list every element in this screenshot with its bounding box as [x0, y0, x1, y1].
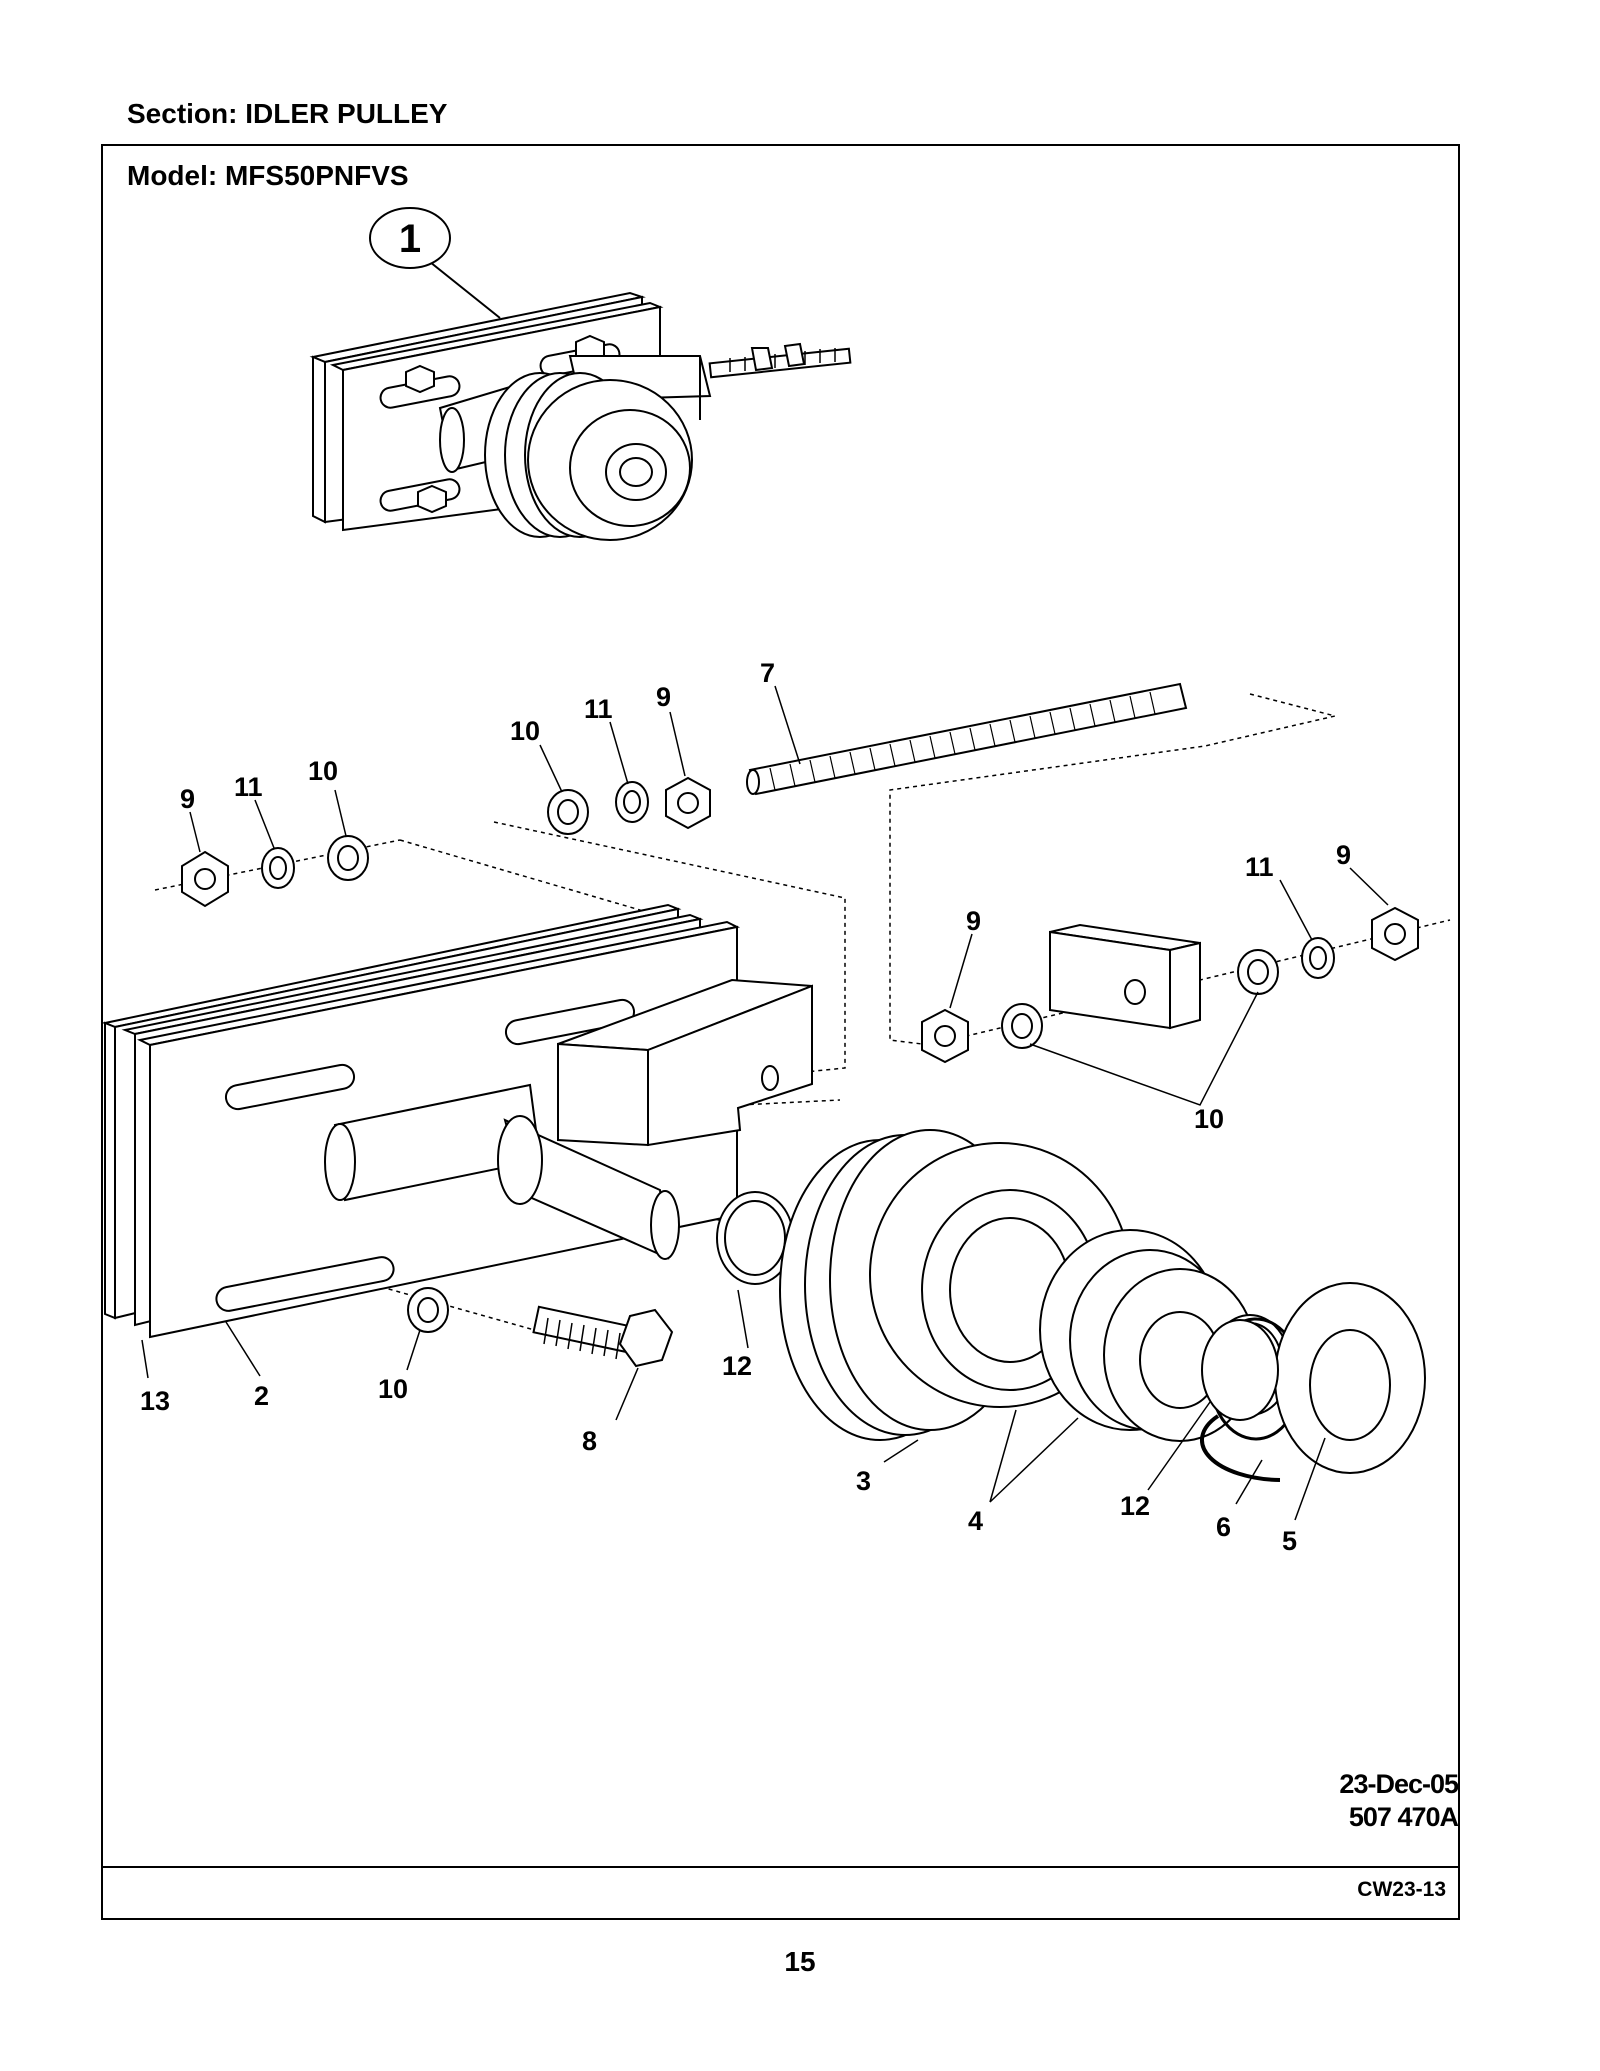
- footer-code: CW23-13: [1357, 1878, 1446, 1901]
- callout-11: 11: [234, 772, 263, 802]
- pulley-sheave-icon: [779, 1129, 1131, 1441]
- model-title: Model: MFS50PNFVS: [127, 160, 409, 191]
- callout-12: 12: [1120, 1491, 1150, 1521]
- callout-13: 13: [140, 1386, 170, 1416]
- exploded-view: 13 2 10 8 12 3 4 12 6 5 9 11 10 10 11 9 …: [101, 658, 1451, 1556]
- tension-block-icon: [1049, 923, 1201, 1030]
- diagram-frame: [101, 144, 1460, 1920]
- sleeve-icon: [716, 1191, 794, 1285]
- footer-divider: [101, 1866, 1460, 1868]
- callout-4: 4: [968, 1506, 983, 1536]
- leader-line: [429, 261, 501, 319]
- nut-bore: [194, 792, 1406, 1047]
- callout-7: 7: [760, 658, 775, 688]
- drawing-stamp: 23-Dec-05 507 470A: [1339, 1768, 1459, 1834]
- callout-10: 10: [1194, 1104, 1224, 1134]
- callout-3: 3: [856, 1466, 871, 1496]
- hex-nut-icon: [181, 776, 1419, 1064]
- callout-2: 2: [254, 1381, 269, 1411]
- callout-5: 5: [1282, 1526, 1297, 1556]
- bracket-icon: [557, 978, 813, 1147]
- callout-9: 9: [1336, 840, 1351, 870]
- page-number: 15: [784, 1946, 816, 1977]
- washer-plate-icon: [1199, 1282, 1426, 1482]
- assembly-view: 1: [309, 207, 852, 541]
- bolt-icon: [532, 1305, 674, 1368]
- callout-10: 10: [308, 756, 338, 786]
- callout-12: 12: [722, 1351, 752, 1381]
- revision-date: 23-Dec-05: [1339, 1769, 1459, 1799]
- sleeve-icon: [1201, 1319, 1279, 1421]
- washer-icon: [261, 781, 1335, 1333]
- shaft-icon: [324, 1083, 680, 1260]
- callout-10: 10: [510, 716, 540, 746]
- callout-10: 10: [378, 1374, 408, 1404]
- callout-labels: 13 2 10 8 12 3 4 12 6 5 9 11 10 10 11 9 …: [140, 658, 1351, 1556]
- callout-8: 8: [582, 1426, 597, 1456]
- assembly-callout-bubble: [369, 207, 451, 269]
- callout-1: 1: [399, 217, 421, 261]
- drawing-number: 507 470A: [1348, 1802, 1459, 1832]
- pulley-icon: [484, 372, 693, 541]
- callout-9: 9: [966, 906, 981, 936]
- section-title: Section: IDLER PULLEY: [127, 98, 448, 129]
- callout-11: 11: [584, 694, 613, 724]
- leader-lines: [141, 685, 1389, 1521]
- callout-11: 11: [1245, 852, 1274, 882]
- threaded-rod-icon: [708, 342, 852, 379]
- callout-6: 6: [1216, 1512, 1231, 1542]
- callout-9: 9: [180, 784, 195, 814]
- threaded-rod-icon: [746, 682, 1188, 796]
- callout-9: 9: [656, 682, 671, 712]
